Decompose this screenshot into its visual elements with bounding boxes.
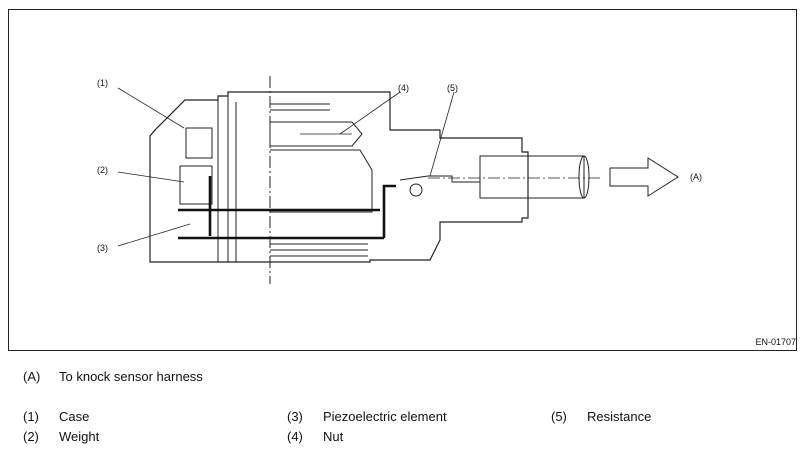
legend-item-piezoelectric-element: (3) Piezoelectric element bbox=[287, 409, 527, 427]
legend-text: Piezoelectric element bbox=[323, 409, 447, 424]
legend-code: (4) bbox=[287, 429, 303, 444]
callout-1: (1) bbox=[97, 78, 108, 88]
arrow-a-shape bbox=[609, 157, 679, 197]
resistance-element bbox=[409, 183, 423, 197]
legend-arrow-a: (A) To knock sensor harness bbox=[23, 369, 283, 387]
piezoelectric-element bbox=[178, 176, 396, 240]
leader-lines bbox=[117, 87, 455, 247]
figure-frame bbox=[8, 9, 797, 351]
callout-5: (5) bbox=[447, 83, 458, 93]
callout-3: (3) bbox=[97, 243, 108, 253]
thread-lines bbox=[270, 103, 368, 257]
legend-text: Nut bbox=[323, 429, 344, 444]
resistance-wire bbox=[399, 175, 480, 183]
callout-4: (4) bbox=[398, 83, 409, 93]
legend-item-resistance: (5) Resistance bbox=[551, 409, 751, 427]
nut-shape bbox=[269, 121, 373, 213]
legend-item-weight: (2) Weight bbox=[23, 429, 223, 447]
legend-code: (A) bbox=[23, 369, 41, 384]
harness-cable-end bbox=[578, 155, 590, 199]
legend-code: (2) bbox=[23, 429, 39, 444]
figure-id: EN-01707 bbox=[755, 337, 796, 347]
sensor-case-outline bbox=[149, 91, 529, 263]
legend-item-nut: (4) Nut bbox=[287, 429, 487, 447]
legend-text: To knock sensor harness bbox=[59, 369, 203, 384]
harness-connector bbox=[479, 155, 585, 199]
legend-text: Case bbox=[59, 409, 90, 424]
legend-text: Resistance bbox=[587, 409, 652, 424]
callout-a: (A) bbox=[690, 172, 702, 182]
weight-shape bbox=[179, 127, 213, 205]
legend-text: Weight bbox=[59, 429, 100, 444]
case-bore bbox=[217, 96, 237, 262]
legend-code: (3) bbox=[287, 409, 303, 424]
callout-2: (2) bbox=[97, 165, 108, 175]
legend-code: (5) bbox=[551, 409, 567, 424]
legend-item-case: (1) Case bbox=[23, 409, 223, 427]
legend-code: (1) bbox=[23, 409, 39, 424]
